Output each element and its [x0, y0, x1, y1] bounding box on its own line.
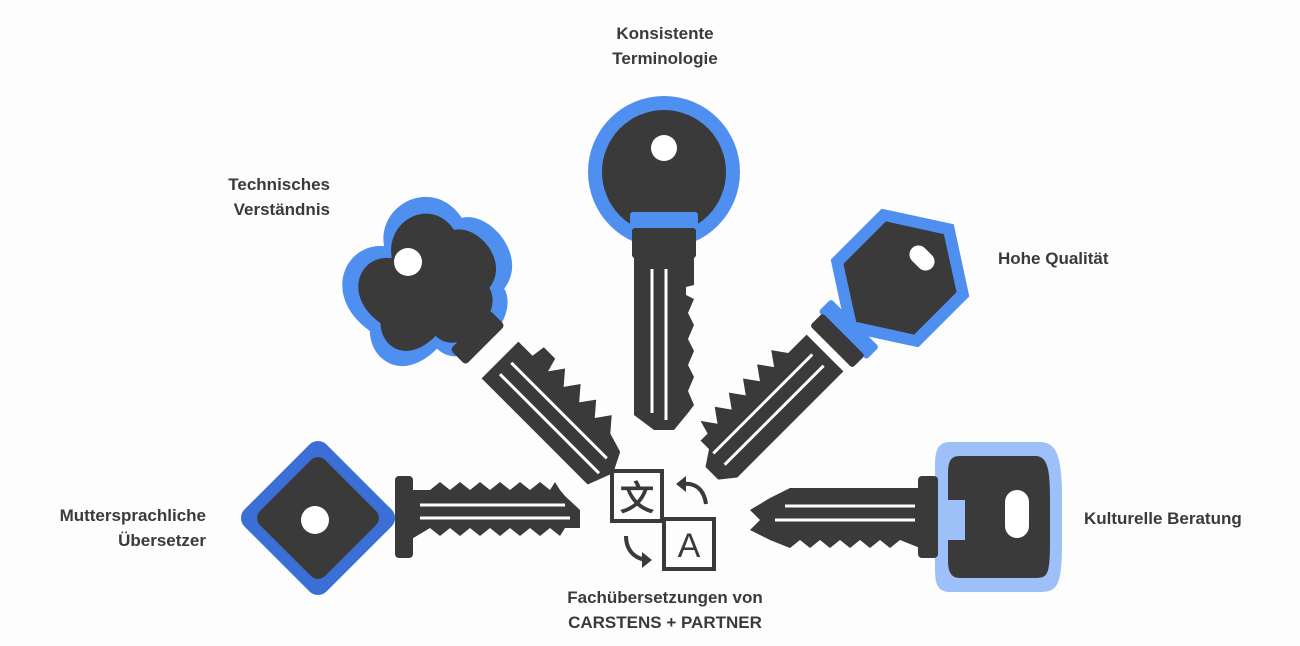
- round-key-icon: [588, 96, 740, 430]
- clover-key-icon: [342, 197, 621, 485]
- label-line: Kulturelle Beratung: [1084, 509, 1242, 528]
- label-line: Muttersprachliche: [59, 506, 206, 525]
- label-line: Hohe Qualität: [998, 249, 1109, 268]
- cjk-glyph: 文: [620, 479, 654, 519]
- label-konsistente-terminologie: Konsistente Terminologie: [555, 21, 775, 71]
- label-technisches-verstaendnis: Technisches Verständnis: [170, 172, 330, 222]
- center-title-line: Fachübersetzungen von: [567, 588, 763, 607]
- label-line: Technisches: [228, 175, 330, 194]
- label-line: Übersetzer: [118, 531, 206, 550]
- label-line: Verständnis: [233, 200, 330, 219]
- center-title: Fachübersetzungen von CARSTENS + PARTNER: [500, 585, 830, 635]
- label-kulturelle-beratung: Kulturelle Beratung: [1084, 506, 1284, 531]
- diamond-key-icon: [240, 440, 580, 596]
- rounded-square-key-icon: [750, 442, 1062, 592]
- hexagon-key-icon: [700, 208, 970, 480]
- latin-glyph: A: [678, 527, 701, 565]
- center-title-line: CARSTENS + PARTNER: [568, 613, 762, 632]
- label-muttersprachliche-uebersetzer: Muttersprachliche Übersetzer: [20, 503, 206, 553]
- translate-icon: 文 A: [610, 469, 716, 571]
- label-line: Konsistente: [616, 24, 714, 43]
- label-line: Terminologie: [612, 49, 718, 68]
- label-hohe-qualitaet: Hohe Qualität: [998, 246, 1198, 271]
